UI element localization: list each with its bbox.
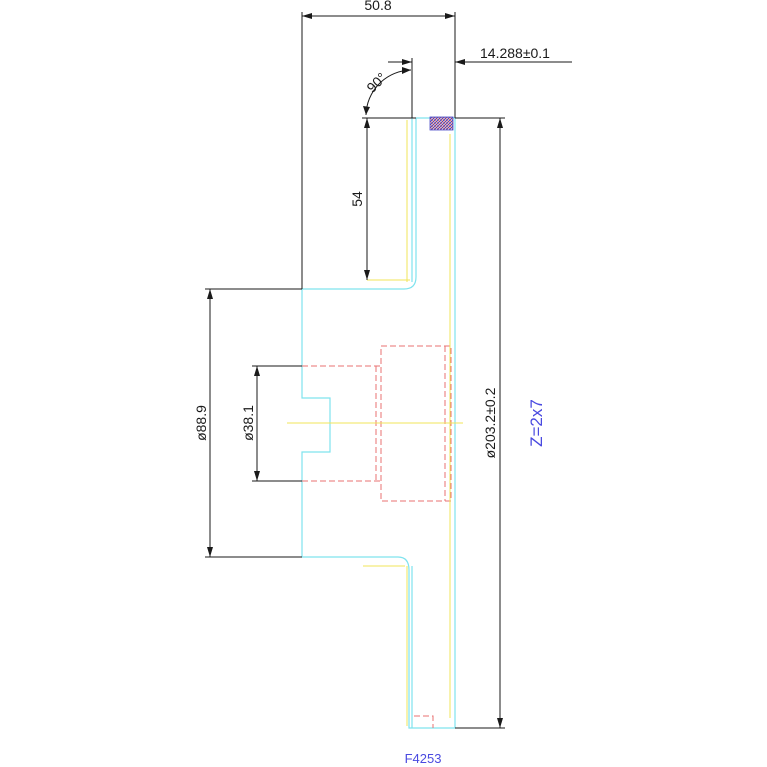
part-number: F4253 <box>405 751 442 766</box>
tooth-count-note: Z=2x7 <box>527 399 546 447</box>
tooth-depth-label: 54 <box>349 191 365 207</box>
arrowheads <box>207 13 503 728</box>
tooth-hatch <box>429 116 454 131</box>
dimension-lines <box>205 12 572 729</box>
part-outline <box>301 117 456 729</box>
center-lines <box>287 120 463 726</box>
hidden-lines <box>302 345 452 728</box>
hub-diameter-label: ø88.9 <box>193 405 209 441</box>
outer-diameter-label: ø203.2±0.2 <box>482 387 498 458</box>
overall-width-label: 50.8 <box>364 0 391 13</box>
chamfer-angle-label: 90° <box>363 69 389 95</box>
rim-width-label: 14.288±0.1 <box>480 45 550 61</box>
bore-diameter-label: ø38.1 <box>240 405 256 441</box>
